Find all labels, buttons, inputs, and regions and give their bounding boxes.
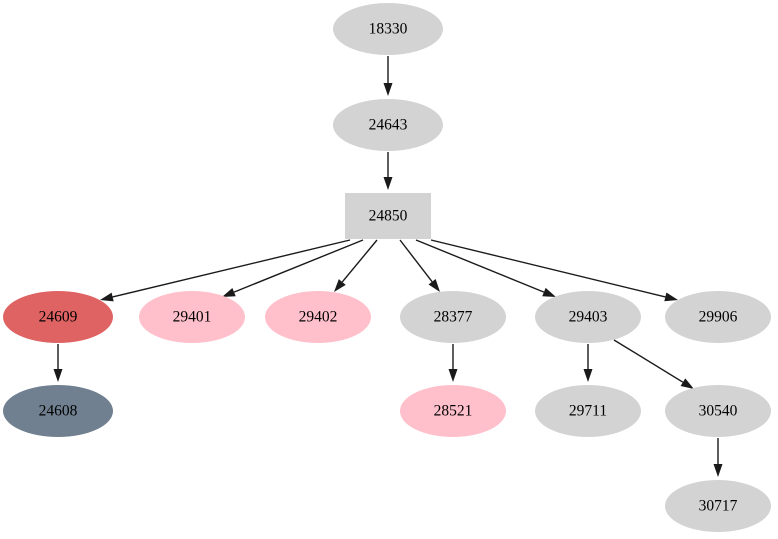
edge-line	[341, 239, 378, 283]
edge-28377-to-28521	[448, 344, 458, 382]
edge-24850-to-29401	[222, 239, 364, 297]
graph-node-24608[interactable]: 24608	[3, 385, 113, 437]
edge-arrowhead-icon	[53, 369, 63, 382]
graph-node-29403[interactable]: 29403	[535, 291, 641, 343]
graph-node-30540[interactable]: 30540	[665, 385, 771, 437]
node-ellipse-shape[interactable]	[665, 480, 771, 532]
graph-node-30717[interactable]: 30717	[665, 480, 771, 532]
node-ellipse-shape[interactable]	[3, 385, 113, 437]
node-ellipse-shape[interactable]	[333, 99, 443, 151]
graph-node-28377[interactable]: 28377	[400, 291, 506, 343]
node-ellipse-shape[interactable]	[333, 3, 443, 55]
edge-arrowhead-icon	[583, 369, 593, 382]
edge-arrowhead-icon	[100, 292, 114, 302]
edge-line	[399, 239, 433, 283]
edge-line	[613, 339, 684, 383]
edge-24850-to-24609	[100, 239, 351, 302]
edge-30540-to-30717	[713, 438, 723, 477]
edge-24850-to-28377	[399, 239, 440, 292]
graph-node-24609[interactable]: 24609	[3, 291, 113, 343]
edge-arrowhead-icon	[383, 83, 393, 96]
graph-node-18330[interactable]: 18330	[333, 3, 443, 55]
edge-arrowhead-icon	[334, 279, 346, 292]
edge-line	[430, 239, 666, 298]
nodes-layer: 18330 24643 24850 24609 29401 29402 28377 29403…	[3, 3, 771, 532]
edge-arrowhead-icon	[222, 287, 236, 297]
node-ellipse-shape[interactable]	[535, 385, 641, 437]
edge-18330-to-24643	[383, 56, 393, 96]
graph-node-29401[interactable]: 29401	[139, 291, 245, 343]
edge-24850-to-29402	[334, 239, 378, 292]
graph-node-28521[interactable]: 28521	[400, 385, 506, 437]
node-ellipse-shape[interactable]	[3, 291, 113, 343]
edge-arrowhead-icon	[713, 464, 723, 477]
edge-29403-to-29711	[583, 344, 593, 382]
node-ellipse-shape[interactable]	[400, 291, 506, 343]
node-ellipse-shape[interactable]	[665, 291, 771, 343]
edge-arrowhead-icon	[680, 378, 694, 389]
edge-line	[233, 239, 364, 293]
edge-arrowhead-icon	[542, 287, 556, 297]
graph-node-29906[interactable]: 29906	[665, 291, 771, 343]
edge-24850-to-29403	[415, 239, 556, 297]
node-ellipse-shape[interactable]	[400, 385, 506, 437]
edge-line	[415, 239, 545, 293]
node-box-shape[interactable]	[345, 193, 431, 239]
graph-node-29711[interactable]: 29711	[535, 385, 641, 437]
edge-24643-to-24850	[383, 152, 393, 190]
node-ellipse-shape[interactable]	[139, 291, 245, 343]
edge-24850-to-29906	[430, 239, 678, 302]
node-ellipse-shape[interactable]	[665, 385, 771, 437]
edges-layer	[53, 56, 723, 477]
node-ellipse-shape[interactable]	[535, 291, 641, 343]
graph-node-24643[interactable]: 24643	[333, 99, 443, 151]
edge-24609-to-24608	[53, 344, 63, 382]
edge-29403-to-30540	[613, 339, 694, 389]
node-ellipse-shape[interactable]	[265, 291, 371, 343]
graph-node-24850[interactable]: 24850	[345, 193, 431, 239]
edge-arrowhead-icon	[448, 369, 458, 382]
edge-line	[112, 239, 351, 298]
edge-arrowhead-icon	[664, 292, 678, 302]
graph-node-29402[interactable]: 29402	[265, 291, 371, 343]
edge-arrowhead-icon	[428, 278, 440, 292]
edge-arrowhead-icon	[383, 177, 393, 190]
